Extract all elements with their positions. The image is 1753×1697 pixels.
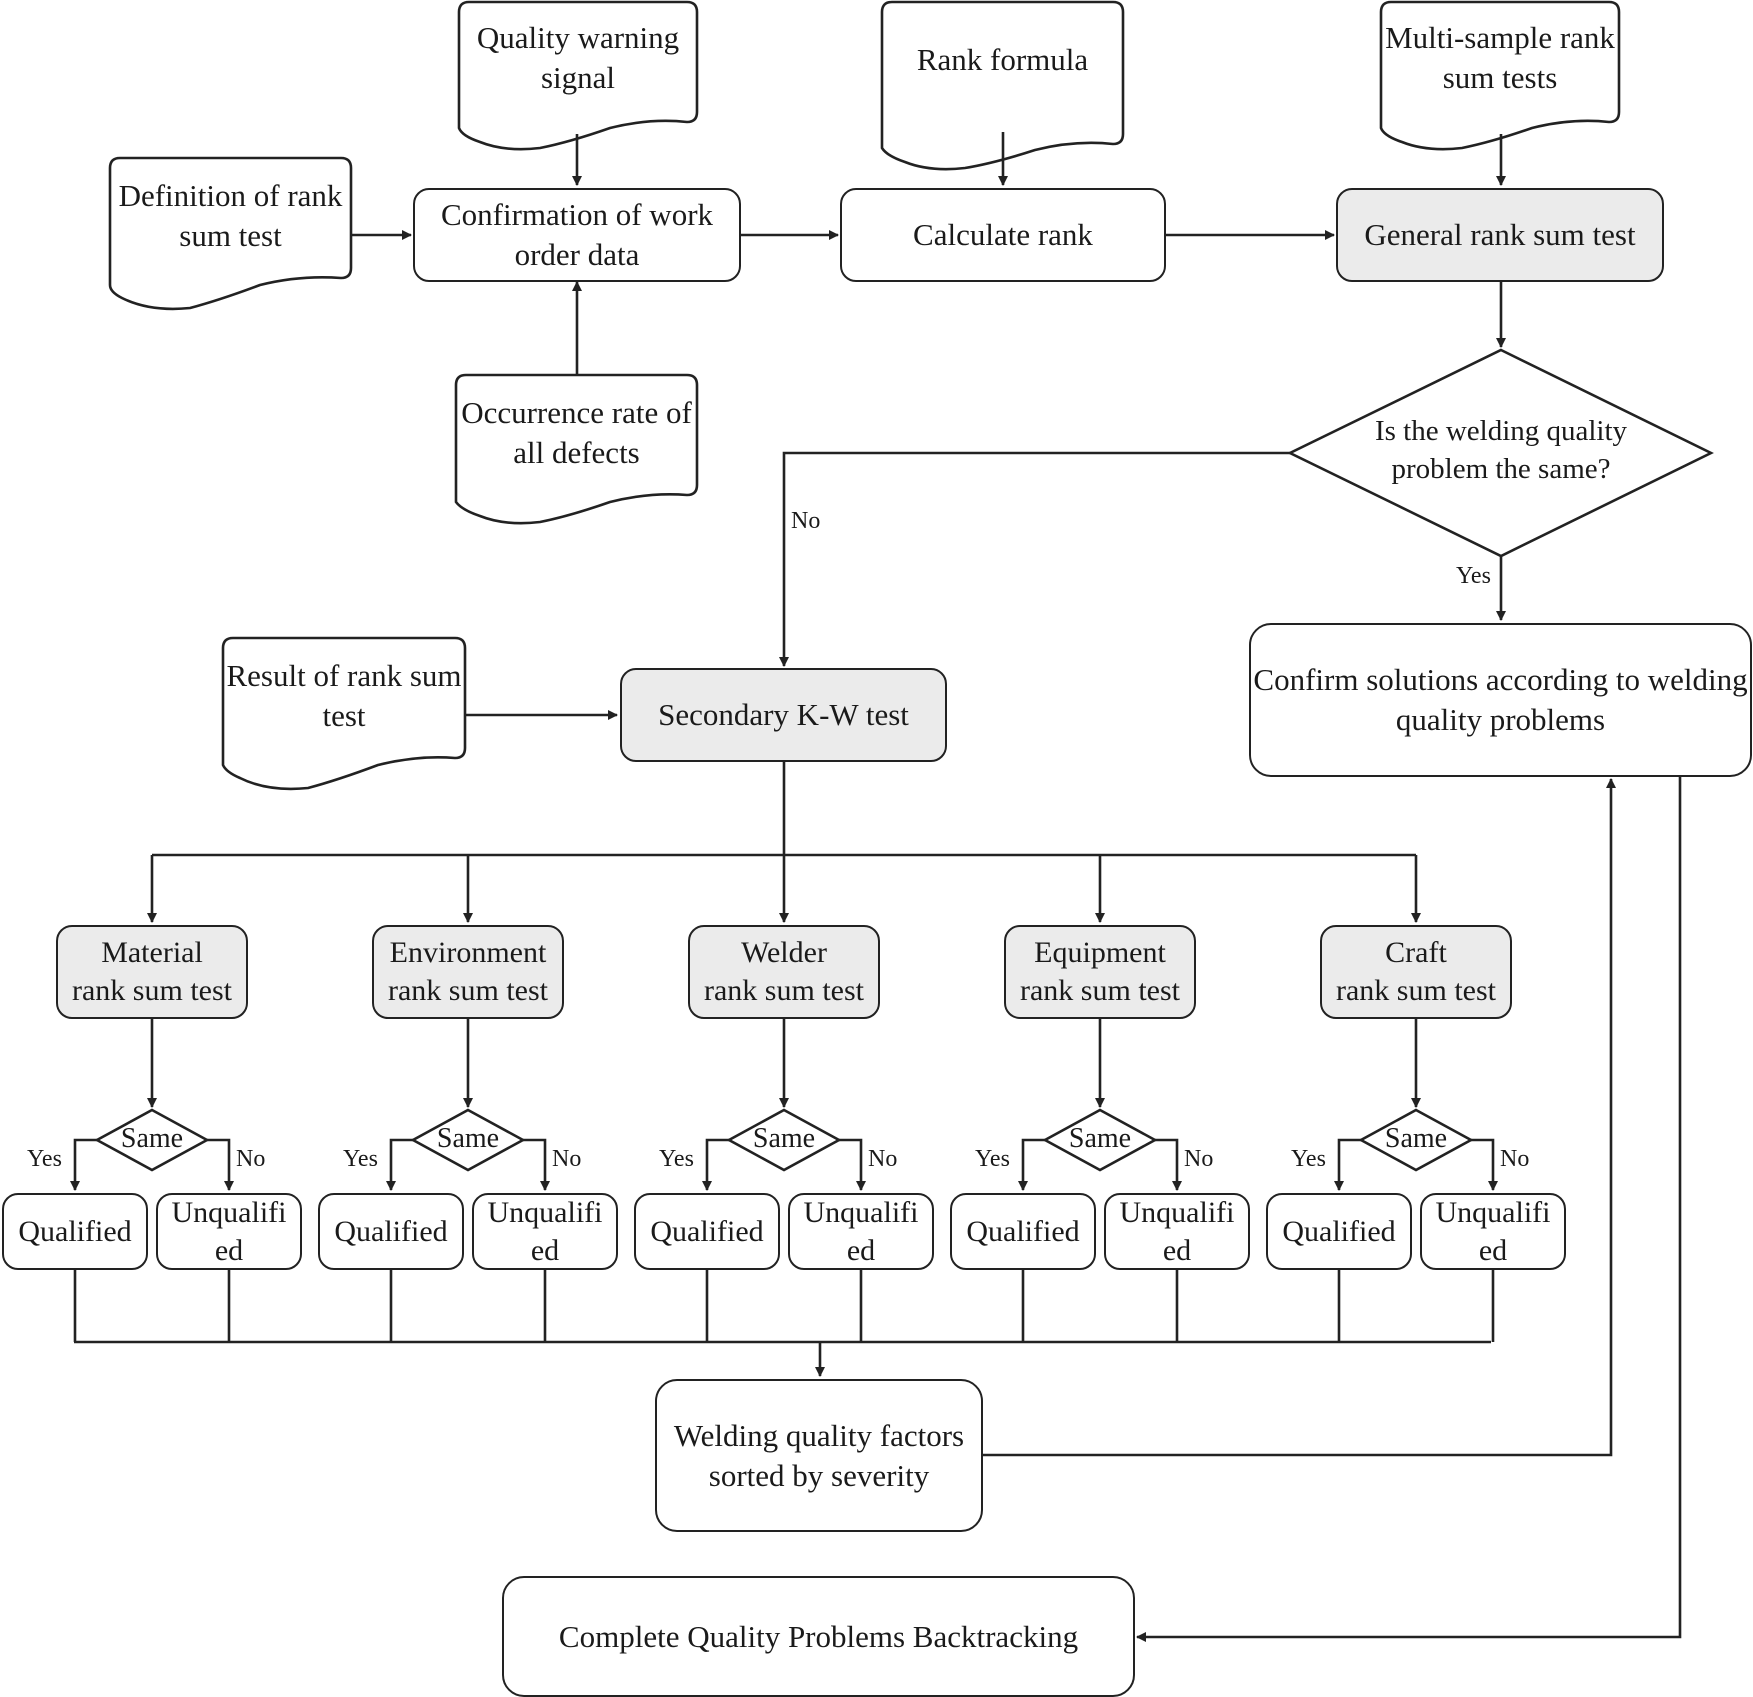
welder-sublabel: rank sum test (704, 974, 864, 1007)
environment-qualified-box: Qualified (318, 1193, 464, 1270)
unqualified-label-line2: ed (846, 1233, 876, 1267)
welder-yes-label: Yes (659, 1146, 694, 1172)
craft-same-diamond (1358, 1108, 1474, 1172)
craft-yes-label: Yes (1291, 1146, 1326, 1172)
equipment-rank-sum-test-box: Equipment rank sum test (1004, 925, 1196, 1019)
doc-shape-occurrence (454, 373, 699, 525)
decision-label: Is the welding quality problem the same? (1374, 415, 1628, 485)
environment-no-branch (523, 1138, 550, 1191)
equipment-yes-label: Yes (975, 1146, 1010, 1172)
multi-sample-doc: Multi-sample rank sum tests (1385, 20, 1615, 95)
doc-shape-rank-formula (880, 0, 1125, 171)
unqualified-label-line2: ed (530, 1233, 560, 1267)
welder-label: Welder (741, 936, 827, 969)
material-unqualified-box: Unqualifi ed (156, 1193, 302, 1270)
environment-sublabel: rank sum test (388, 974, 548, 1007)
craft-same-label: Same (1384, 1123, 1448, 1154)
craft-qualified-box: Qualified (1266, 1193, 1412, 1270)
quality-warning-doc: Quality warning signal (476, 20, 680, 95)
equipment-label: Equipment (1034, 936, 1166, 969)
backtracking-box: Complete Quality Problems Backtracking (502, 1576, 1135, 1697)
rank-formula-doc: Rank formula (916, 42, 1089, 77)
sorted-factors-box: Welding quality factors sorted by severi… (655, 1379, 983, 1532)
confirm-solutions-box: Confirm solutions according to welding q… (1249, 623, 1752, 777)
unqualified-label-line1: Unqualifi (487, 1195, 603, 1229)
environment-unqualified-box: Unqualifi ed (472, 1193, 618, 1270)
welder-qualified-box: Qualified (634, 1193, 780, 1270)
confirmation-box: Confirmation of work order data (413, 188, 741, 282)
unqualified-label-line1: Unqualifi (1119, 1195, 1235, 1229)
material-no-label: No (236, 1146, 266, 1172)
environment-yes-branch (386, 1138, 413, 1191)
material-same-diamond (94, 1108, 210, 1172)
general-test-box: General rank sum test (1336, 188, 1664, 282)
calculate-rank-box: Calculate rank (840, 188, 1166, 282)
doc-shape-definition (108, 156, 353, 311)
material-label: Material (101, 936, 203, 969)
environment-same-label: Same (436, 1123, 500, 1154)
equipment-no-branch (1155, 1138, 1182, 1191)
environment-yes-label: Yes (343, 1146, 378, 1172)
material-no-branch (207, 1138, 234, 1191)
welder-same-diamond (726, 1108, 842, 1172)
craft-no-branch (1471, 1138, 1498, 1191)
craft-unqualified-box: Unqualifi ed (1420, 1193, 1566, 1270)
welder-yes-branch (702, 1138, 729, 1191)
environment-no-label: No (552, 1146, 582, 1172)
doc-shape-multi-sample (1379, 0, 1621, 151)
equipment-yes-branch (1018, 1138, 1045, 1191)
environment-same-diamond (410, 1108, 526, 1172)
craft-sublabel: rank sum test (1336, 974, 1496, 1007)
environment-rank-sum-test-box: Environment rank sum test (372, 925, 564, 1019)
doc-shape-quality-warning (457, 0, 699, 151)
environment-label: Environment (389, 936, 547, 969)
unqualified-label-line1: Unqualifi (803, 1195, 919, 1229)
welder-unqualified-box: Unqualifi ed (788, 1193, 934, 1270)
definition-doc: Definition of rank sum test (118, 178, 343, 253)
craft-label: Craft (1385, 936, 1447, 969)
equipment-same-label: Same (1068, 1123, 1132, 1154)
unqualified-label-line2: ed (214, 1233, 244, 1267)
doc-shape-result-rank (221, 636, 467, 791)
craft-no-label: No (1500, 1146, 1530, 1172)
equipment-unqualified-box: Unqualifi ed (1104, 1193, 1250, 1270)
material-yes-label: Yes (27, 1146, 62, 1172)
unqualified-label-line2: ed (1162, 1233, 1192, 1267)
equipment-same-diamond (1042, 1108, 1158, 1172)
equipment-no-label: No (1184, 1146, 1214, 1172)
no-edge-label: No (791, 508, 821, 534)
material-same-label: Same (120, 1123, 184, 1154)
material-qualified-box: Qualified (2, 1193, 148, 1270)
welder-rank-sum-test-box: Welder rank sum test (688, 925, 880, 1019)
result-rank-doc: Result of rank sum test (226, 658, 462, 733)
material-rank-sum-test-box: Material rank sum test (56, 925, 248, 1019)
welder-no-label: No (868, 1146, 898, 1172)
secondary-kw-box: Secondary K-W test (620, 668, 947, 762)
unqualified-label-line1: Unqualifi (1435, 1195, 1551, 1229)
craft-rank-sum-test-box: Craft rank sum test (1320, 925, 1512, 1019)
occurrence-doc: Occurrence rate of all defects (461, 395, 692, 470)
material-yes-branch (70, 1138, 97, 1191)
material-sublabel: rank sum test (72, 974, 232, 1007)
welder-no-branch (839, 1138, 866, 1191)
equipment-qualified-box: Qualified (950, 1193, 1096, 1270)
craft-yes-branch (1334, 1138, 1361, 1191)
unqualified-label-line2: ed (1478, 1233, 1508, 1267)
unqualified-label-line1: Unqualifi (171, 1195, 287, 1229)
yes-edge-label: Yes (1456, 563, 1491, 589)
welder-same-label: Same (752, 1123, 816, 1154)
equipment-sublabel: rank sum test (1020, 974, 1180, 1007)
